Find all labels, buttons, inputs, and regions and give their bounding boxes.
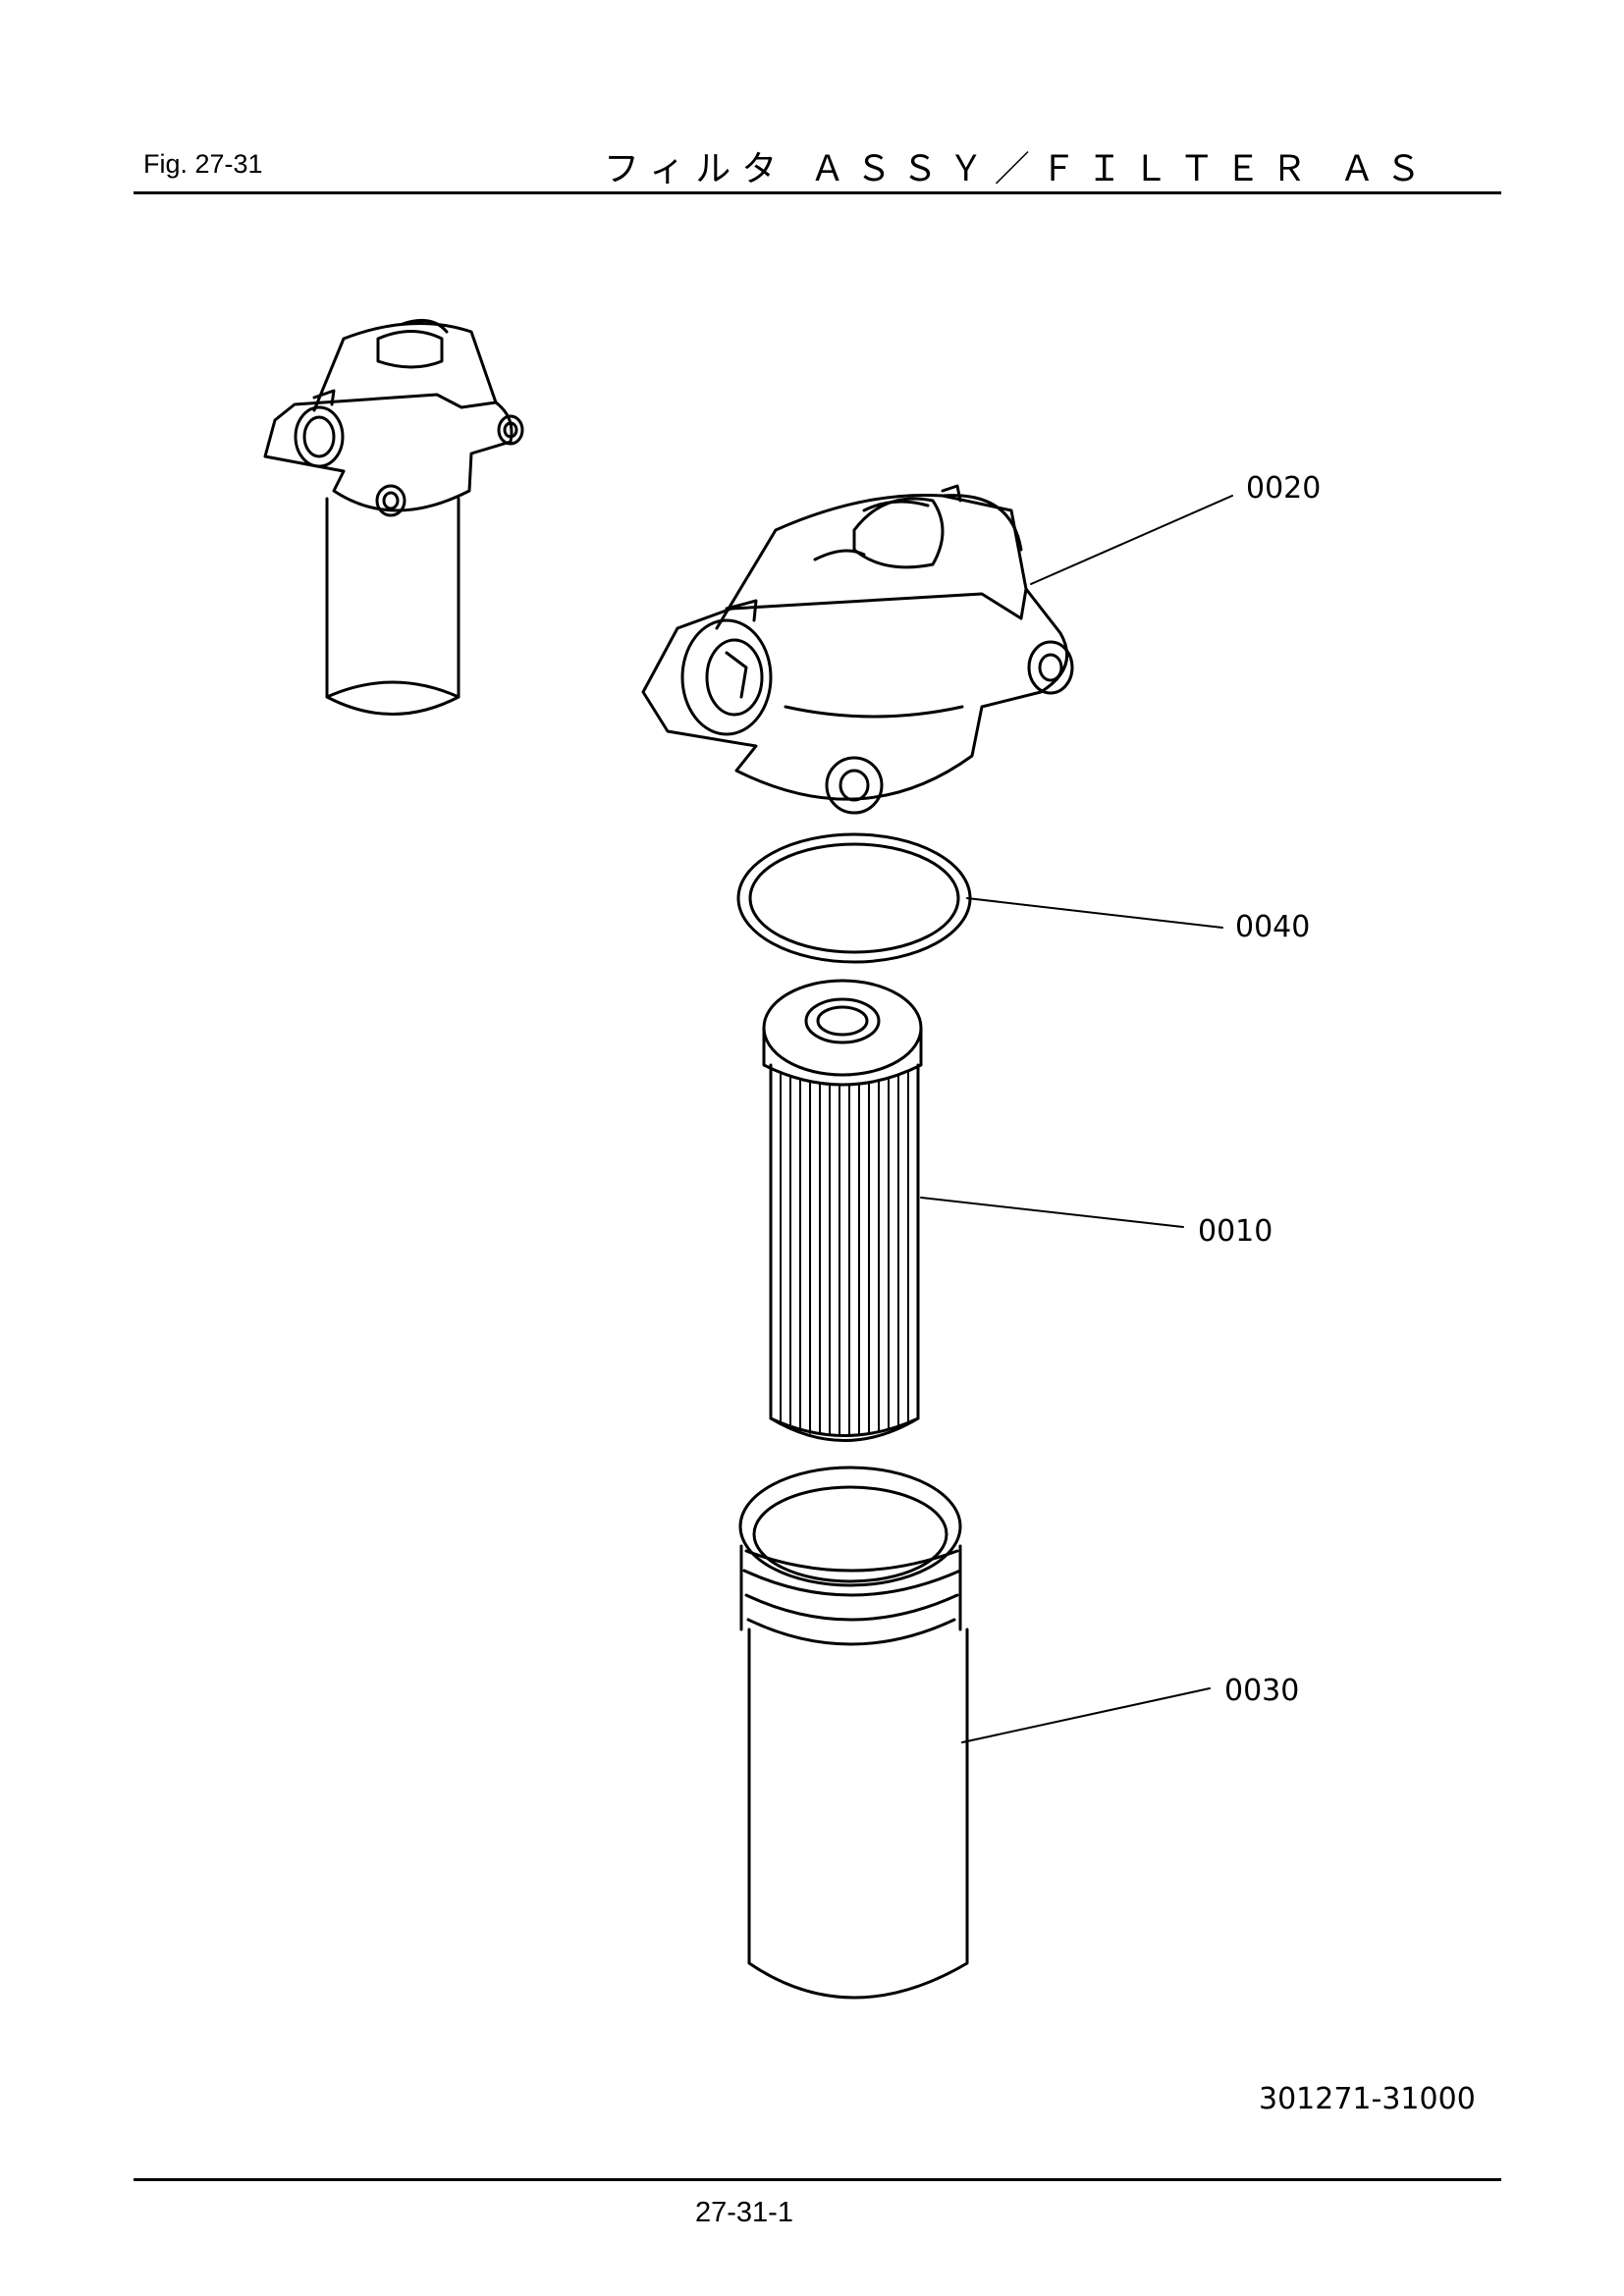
- callout-0040: 0040: [1235, 910, 1311, 944]
- o-ring-illustration: [736, 832, 972, 964]
- filter-head-illustration: [641, 484, 1074, 815]
- filter-element-illustration: [762, 979, 923, 1442]
- assembled-filter-illustration: [263, 318, 524, 716]
- callout-0030: 0030: [1224, 1674, 1300, 1708]
- footer-rule: [134, 2178, 1501, 2181]
- callout-0020: 0020: [1246, 471, 1322, 506]
- page-title: フィルタ ＡＳＳＹ／ＦＩＬＴＥＲ ＡＳ: [604, 149, 1433, 189]
- page-number: 27-31-1: [695, 2197, 793, 2228]
- header-rule: [134, 191, 1501, 194]
- figure-number: Fig. 27-31: [143, 149, 263, 179]
- callout-leader-lines: [920, 495, 1233, 1743]
- drawing-number: 301271-31000: [1259, 2082, 1476, 2116]
- callout-0010: 0010: [1198, 1214, 1273, 1249]
- filter-bowl-illustration: [738, 1466, 969, 2000]
